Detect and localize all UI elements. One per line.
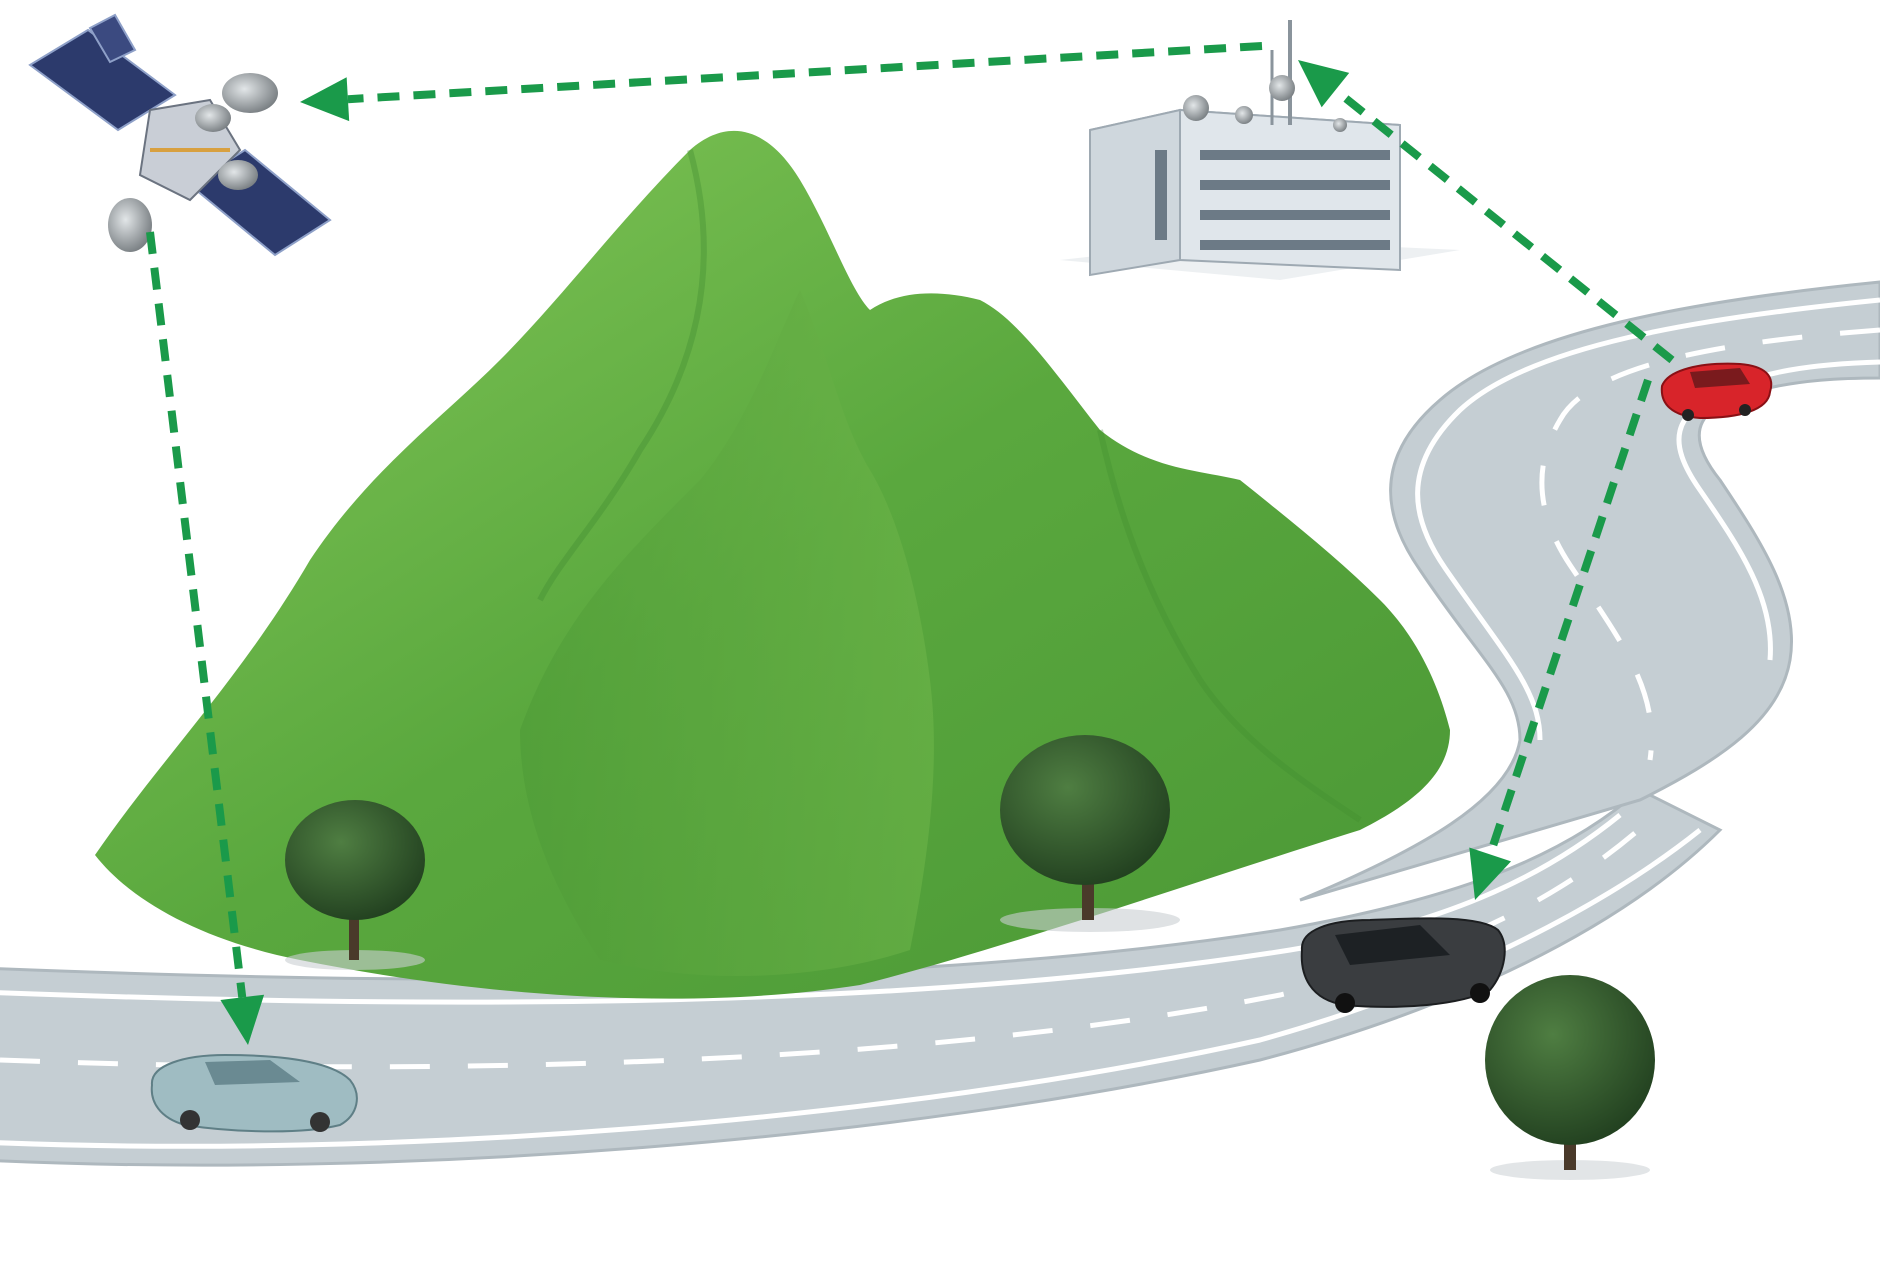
- dark-car: [1300, 917, 1506, 1013]
- road-lane-line: [1539, 327, 1880, 761]
- red-car: [1660, 362, 1773, 421]
- satellite-panel: [28, 28, 177, 132]
- road-right: [1299, 280, 1880, 902]
- mountain-ridge: [537, 149, 707, 602]
- road-edge-line: [0, 828, 1702, 1149]
- satellite: [28, 13, 332, 257]
- road-edge-line: [1415, 297, 1880, 741]
- tree-icon: [1000, 735, 1170, 885]
- mountain-ridge: [1097, 429, 1362, 823]
- light-car: [150, 1053, 358, 1133]
- link-line: [146, 231, 247, 998]
- arrow-icon: [220, 994, 265, 1045]
- road-edge-line: [1676, 359, 1880, 661]
- link-line: [1486, 378, 1652, 856]
- tree: [285, 800, 425, 970]
- arrow-icon: [1469, 847, 1512, 900]
- road-edge-line: [0, 813, 1622, 1005]
- tree: [1000, 735, 1180, 932]
- ground-station: [1060, 20, 1460, 280]
- tree-icon: [285, 800, 425, 920]
- link-line: [347, 42, 1263, 104]
- mountain-shadow: [520, 290, 934, 977]
- arrow-icon: [300, 77, 350, 122]
- links: [146, 42, 1675, 1045]
- arrow-icon: [1298, 60, 1350, 108]
- tree: [1485, 975, 1655, 1180]
- tree-icon: [1485, 975, 1655, 1145]
